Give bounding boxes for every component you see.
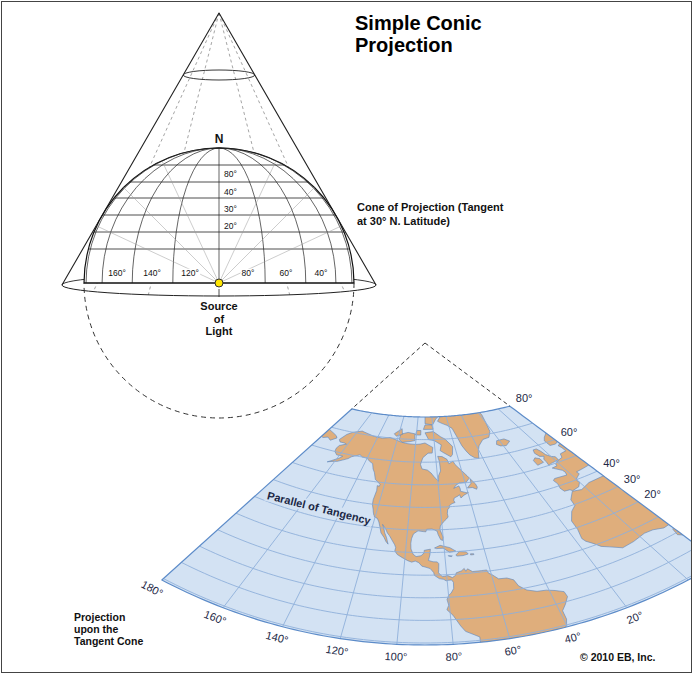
map-parallel [292, 456, 576, 485]
globe-hemisphere [84, 148, 354, 283]
cone-apex-line [425, 343, 510, 406]
light-ray [219, 188, 314, 283]
leader-line [219, 289, 220, 297]
map-latitude-label: 80° [516, 393, 533, 404]
parallel-label: Parallel of Tangency [264, 489, 374, 527]
landmass [467, 479, 477, 489]
light-ray [124, 188, 219, 283]
landmass [425, 432, 453, 457]
map-meridian [432, 417, 453, 644]
cone-note: Cone of Projection (Tangent at 30° N. La… [357, 201, 510, 229]
conic-map [162, 406, 691, 652]
light-source [215, 279, 223, 287]
map-latitude-label: 20° [644, 488, 661, 499]
map-longitude-label: 40° [564, 631, 583, 646]
landmass [435, 545, 456, 552]
globe-meridian [173, 148, 219, 283]
map-parallel [312, 440, 555, 463]
cone-outline [62, 13, 376, 285]
longitude-label: 80° [241, 269, 256, 278]
latitude-label: 40° [223, 188, 238, 197]
map-longitude-label: 160° [203, 609, 228, 628]
globe-meridian [219, 148, 336, 283]
globe-illustration [62, 13, 376, 418]
map-outline [162, 406, 691, 645]
globe-meridian [102, 148, 219, 283]
map-meridian [283, 415, 389, 627]
cone-apex-line [352, 343, 425, 409]
landmass [456, 552, 468, 556]
map-meridian [446, 416, 510, 638]
landmass [470, 554, 473, 555]
pole-label: N [214, 133, 225, 145]
globe-meridian [86, 148, 219, 283]
map-meridian [461, 415, 567, 627]
landmass [571, 465, 691, 556]
map-longitude-label: 60° [504, 644, 522, 657]
map-latitude-label: 40° [603, 458, 620, 469]
map-meridian [498, 409, 688, 580]
map-parallel [199, 532, 678, 598]
map-parallel [163, 561, 691, 643]
longitude-label: 60° [279, 269, 294, 278]
landmass [423, 425, 433, 430]
latitude-label: 20° [223, 222, 238, 231]
map-parallel [236, 502, 638, 553]
map-body [162, 406, 691, 652]
map-longitude-label: 180° [140, 578, 165, 598]
light-ray [97, 226, 219, 283]
figure-caption: Projection upon the Tangent Cone [74, 611, 148, 647]
copyright-note: © 2010 EB, Inc. [580, 652, 655, 664]
landmass [448, 555, 452, 557]
latitude-label: 80° [223, 170, 238, 179]
map-latitude-label: 30° [624, 473, 641, 484]
globe-meridian [219, 148, 352, 283]
map-meridian [340, 416, 404, 638]
globe-southern-outline [84, 283, 354, 418]
map-longitude-label: 20° [625, 610, 644, 626]
map-parallel [181, 546, 691, 620]
longitude-label: 120° [180, 269, 200, 278]
map-longitude-label: 140° [264, 630, 289, 646]
landmass [327, 431, 567, 653]
cone-ring [183, 70, 255, 80]
map-longitude-label: 80° [446, 651, 463, 663]
map-latitude-label: 60° [561, 426, 578, 437]
longitude-label: 40° [314, 269, 329, 278]
map-meridian [397, 417, 418, 644]
map-longitude-label: 100° [384, 651, 407, 663]
source-label: Source of Light [200, 300, 239, 338]
globe-meridian [219, 148, 220, 283]
light-ray [219, 161, 276, 283]
longitude-label: 160° [107, 269, 127, 278]
globe-meridian [219, 148, 265, 283]
latitude-label: 30° [223, 205, 238, 214]
map-longitude-label: 120° [325, 644, 349, 658]
landmass [533, 458, 543, 465]
light-ray [162, 161, 219, 283]
figure-title: Simple Conic Projection [355, 12, 515, 56]
longitude-label: 140° [142, 269, 162, 278]
map-parallel [218, 517, 659, 575]
map-meridian [478, 413, 627, 608]
map-parallel [255, 487, 618, 530]
light-ray [219, 226, 341, 283]
